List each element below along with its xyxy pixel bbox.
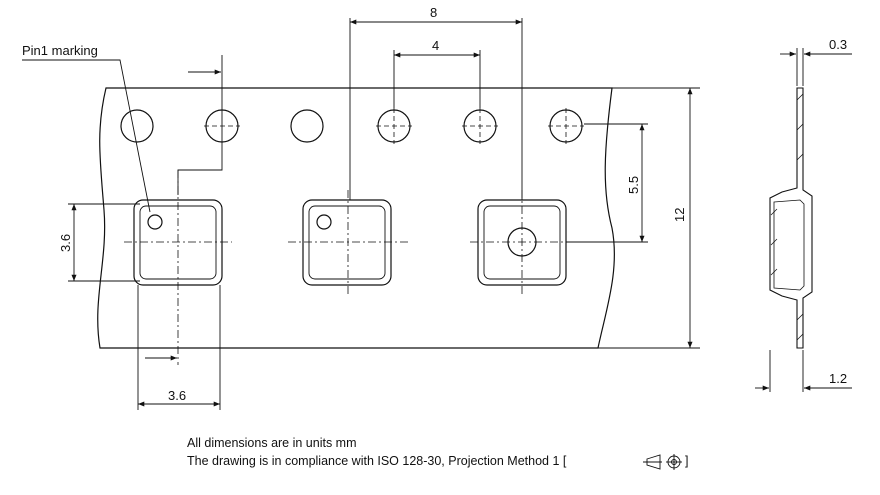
dim-3-6-vertical	[68, 203, 140, 282]
sprocket-hole	[290, 109, 324, 143]
dim-0-3	[780, 48, 852, 86]
pin1-dot	[147, 214, 163, 230]
projection-symbol-icon	[643, 454, 682, 470]
pin1-leader	[22, 59, 151, 213]
dim-8-label: 8	[430, 5, 437, 20]
dim-1-2-label: 1.2	[829, 371, 847, 386]
dim-pitch-4	[393, 50, 481, 108]
offset-step-line	[177, 55, 223, 195]
dim-4-label: 4	[432, 38, 439, 53]
sprocket-hole	[120, 109, 154, 143]
note-iso: The drawing is in compliance with ISO 12…	[187, 454, 567, 468]
dim-12	[598, 87, 700, 349]
side-profile-hatch	[770, 93, 804, 341]
dim-12-label: 12	[672, 208, 687, 222]
dim-3-6-vertical-label: 3.6	[58, 234, 73, 252]
dim-5-5	[566, 123, 648, 243]
pin1-dot-pocket-2	[316, 214, 332, 230]
dim-pitch-8	[349, 18, 523, 200]
pockets	[133, 199, 567, 286]
dim-3-6-horizontal	[137, 285, 221, 410]
note-iso-end: ]	[685, 454, 688, 468]
pin1-label: Pin1 marking	[22, 43, 98, 58]
dim-5-5-label: 5.5	[626, 176, 641, 194]
side-profile	[769, 87, 813, 349]
dim-0-3-label: 0.3	[829, 37, 847, 52]
pocket-center-lines	[124, 170, 580, 365]
dim-3-6-horizontal-label: 3.6	[168, 388, 186, 403]
note-units: All dimensions are in units mm	[187, 436, 357, 450]
dim-1-2	[755, 350, 852, 392]
